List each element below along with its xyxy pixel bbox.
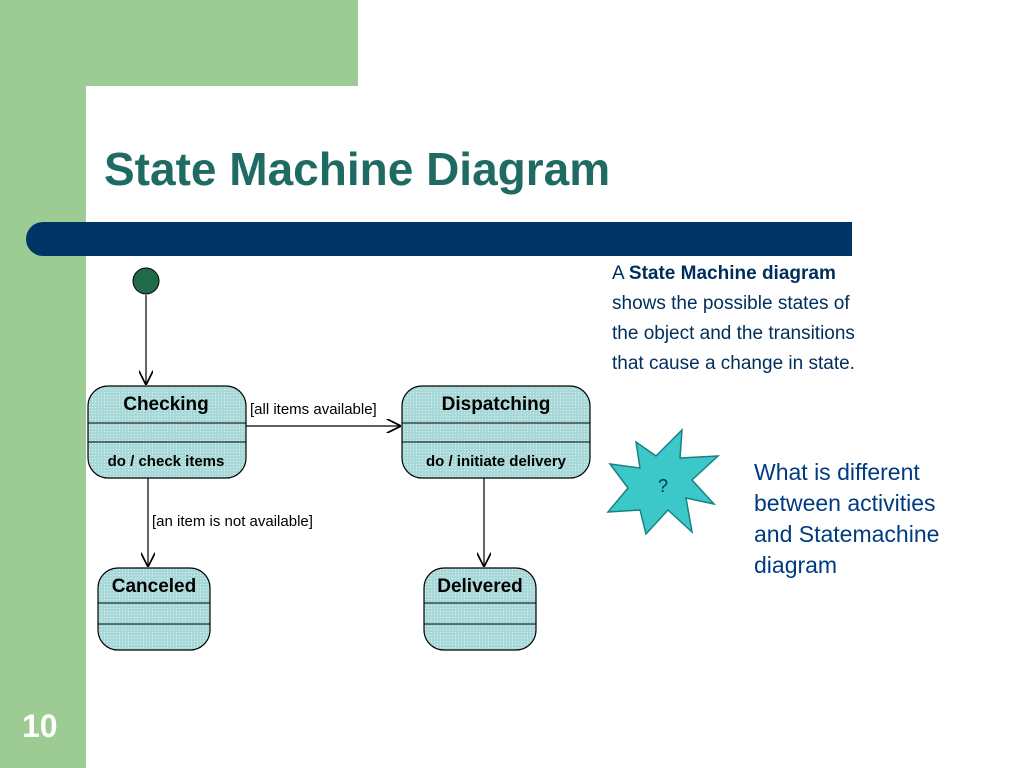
description-text: A State Machine diagram shows the possib… xyxy=(612,259,932,379)
description-line: shows the possible states of xyxy=(612,293,850,314)
state-canceled: Canceled xyxy=(97,567,211,651)
question-line: diagram xyxy=(754,552,838,578)
description-line: the object and the transitions xyxy=(612,323,855,344)
description-prefix: A xyxy=(612,263,624,284)
description-line: that cause a change in state. xyxy=(612,353,855,374)
guard-item-not-available: [an item is not available] xyxy=(152,513,313,530)
state-machine-diagram: Checking do / check items Dispatching do… xyxy=(87,267,591,651)
slide-title: State Machine Diagram xyxy=(104,143,611,195)
state-dispatching: Dispatching do / initiate delivery xyxy=(401,385,591,479)
state-checking-name: Checking xyxy=(123,394,209,415)
state-checking: Checking do / check items xyxy=(87,385,247,479)
question-line: and Statemachine xyxy=(754,521,940,547)
state-checking-activity: do / check items xyxy=(108,453,225,470)
green-top-corner xyxy=(0,0,358,86)
description-bold: State Machine diagram xyxy=(628,263,836,284)
state-dispatching-name: Dispatching xyxy=(442,394,551,415)
question-text: What is different between activities and… xyxy=(754,457,984,581)
title-underline-bar xyxy=(26,222,852,256)
initial-node xyxy=(132,267,160,295)
state-delivered: Delivered xyxy=(423,567,537,651)
state-delivered-name: Delivered xyxy=(437,576,523,597)
question-burst-icon: ? xyxy=(606,428,721,536)
guard-all-items-available: [all items available] xyxy=(250,401,377,418)
question-line: between activities xyxy=(754,490,936,516)
state-dispatching-activity: do / initiate delivery xyxy=(426,453,567,470)
question-line: What is different xyxy=(754,459,920,485)
green-sidebar xyxy=(0,0,86,768)
state-canceled-name: Canceled xyxy=(112,576,196,597)
page-number: 10 xyxy=(22,708,58,744)
question-mark: ? xyxy=(658,476,668,496)
